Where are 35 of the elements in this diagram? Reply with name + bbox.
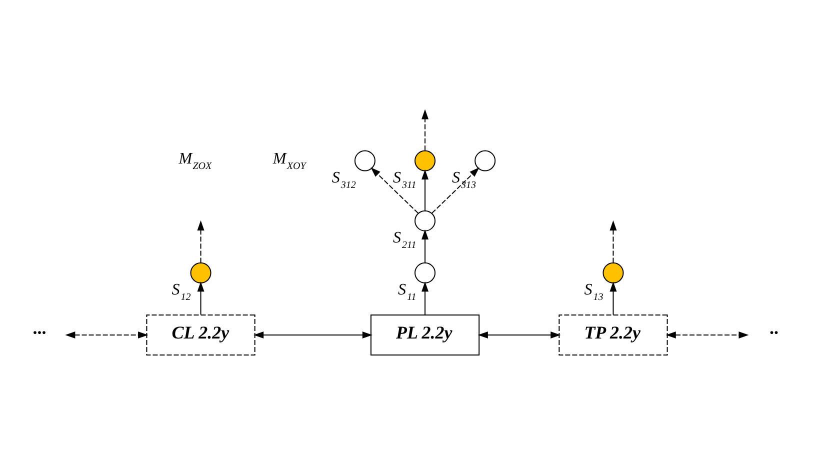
node-text: ··· — [32, 322, 46, 342]
label: M$_{XOY}$ — [272, 150, 306, 172]
arrow — [422, 169, 429, 212]
arrow — [666, 331, 749, 338]
node-circle — [190, 262, 212, 284]
arrow — [431, 167, 480, 214]
arrow — [422, 282, 429, 316]
arrow — [422, 229, 429, 264]
node-circle — [602, 262, 624, 284]
node-circle — [414, 210, 436, 232]
node-box: PL 2.2y — [370, 314, 480, 356]
node-circle — [354, 150, 376, 172]
arrow — [197, 220, 204, 264]
arrow — [610, 220, 617, 264]
node-text: ·· — [769, 322, 778, 342]
node-label: S$_{11}$ — [398, 282, 416, 304]
node-label: S$_{311}$ — [392, 170, 416, 192]
node-box: TP 2.2y — [558, 314, 668, 356]
arrow — [422, 109, 429, 151]
node-box: CL 2.2y — [146, 314, 256, 356]
arrow — [254, 331, 372, 338]
arrow — [197, 282, 204, 316]
node-label: S$_{211}$ — [392, 230, 416, 252]
arrow — [65, 331, 148, 338]
arrow — [370, 167, 419, 214]
arrow — [478, 331, 561, 338]
node-label: S$_{312}$ — [332, 170, 356, 192]
node-label: S$_{313}$ — [452, 170, 476, 192]
node-circle — [414, 150, 436, 172]
node-circle — [414, 262, 436, 284]
node-label: S$_{12}$ — [172, 282, 191, 304]
label: M$_{ZOX}$ — [178, 150, 212, 172]
arrow — [610, 282, 617, 316]
node-circle — [474, 150, 496, 172]
node-label: S$_{13}$ — [584, 282, 604, 304]
